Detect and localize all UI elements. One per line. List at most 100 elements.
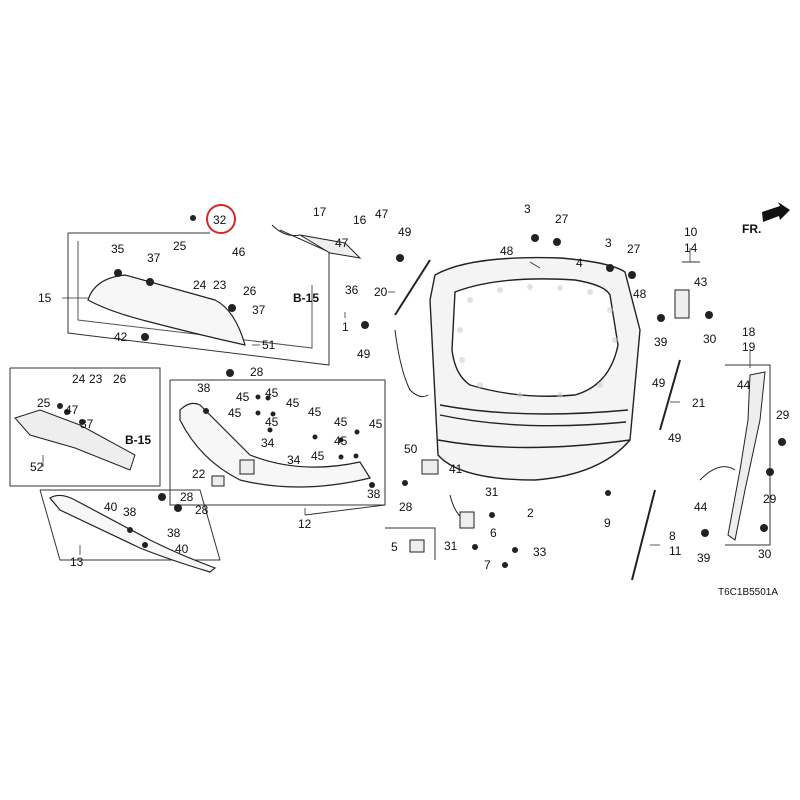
callout[interactable]: 42 [114, 330, 128, 344]
callout[interactable]: 17 [313, 205, 327, 219]
callout[interactable]: 29 [763, 492, 777, 506]
callout[interactable]: 39 [654, 335, 668, 349]
callout[interactable]: 45 [308, 405, 322, 419]
callout[interactable]: 6 [490, 526, 497, 540]
callout[interactable]: 32 [213, 213, 227, 227]
callout[interactable]: 14 [684, 241, 698, 255]
callout[interactable]: 45 [228, 406, 242, 420]
tailgate-door [429, 256, 641, 481]
callout[interactable]: 49 [357, 347, 371, 361]
callout[interactable]: 24 [72, 372, 86, 386]
callout[interactable]: 38 [197, 381, 211, 395]
callout[interactable]: 34 [261, 436, 275, 450]
callout[interactable]: 31 [444, 539, 458, 553]
callout[interactable]: 28 [195, 503, 209, 517]
callout[interactable]: 47 [375, 207, 389, 221]
callout[interactable]: 26 [243, 284, 257, 298]
callout[interactable]: 40 [104, 500, 118, 514]
highlight-circle [206, 204, 236, 234]
callout[interactable]: 29 [776, 408, 790, 422]
callout[interactable]: 24 [193, 278, 207, 292]
callout[interactable]: 20 [374, 285, 388, 299]
callout[interactable]: 35 [111, 242, 125, 256]
callout[interactable]: 26 [113, 372, 127, 386]
front-arrow-label: FR. [742, 222, 761, 236]
callout[interactable]: 48 [500, 244, 514, 258]
callout[interactable]: 16 [353, 213, 367, 227]
callout[interactable]: 47 [65, 403, 79, 417]
callout[interactable]: 19 [742, 340, 756, 354]
callout[interactable]: 52 [30, 460, 44, 474]
callout[interactable]: 11 [669, 544, 682, 558]
callout[interactable]: 46 [232, 245, 246, 259]
callout[interactable]: 7 [484, 558, 491, 572]
callout[interactable]: 1 [342, 320, 349, 334]
garnish-box [9, 367, 161, 487]
callout[interactable]: 5 [391, 540, 398, 554]
callout[interactable]: 41 [449, 462, 463, 476]
callout[interactable]: 49 [652, 376, 666, 390]
high-mount-light [299, 234, 362, 259]
callout[interactable]: 38 [123, 505, 137, 519]
callout[interactable]: 49 [668, 431, 682, 445]
callout[interactable]: 43 [694, 275, 708, 289]
callout[interactable]: 15 [38, 291, 52, 305]
callout-numbers: 32 17 16 47 47 47 49 49 49 49 3 3 27 27 … [30, 202, 790, 572]
callout[interactable]: 48 [633, 287, 647, 301]
callout[interactable]: 37 [252, 303, 266, 317]
ref-label: B-15 [125, 433, 151, 447]
callout[interactable]: 25 [37, 396, 51, 410]
callout[interactable]: 28 [250, 365, 264, 379]
callout[interactable]: 45 [265, 415, 279, 429]
callout[interactable]: 3 [524, 202, 531, 216]
callout[interactable]: 21 [692, 396, 706, 410]
callout[interactable]: 4 [576, 256, 583, 270]
callout[interactable]: 40 [175, 542, 189, 556]
callout[interactable]: 28 [399, 500, 413, 514]
callout[interactable]: 30 [703, 332, 717, 346]
lower-garnish-part [49, 494, 217, 573]
callout[interactable]: 36 [345, 283, 359, 297]
callout[interactable]: 45 [334, 434, 348, 448]
callout[interactable]: 50 [404, 442, 418, 456]
callout[interactable]: 45 [286, 396, 300, 410]
callout[interactable]: 33 [533, 545, 547, 559]
callout[interactable]: 23 [89, 372, 103, 386]
side-trim-box [725, 364, 771, 546]
callout[interactable]: 25 [173, 239, 187, 253]
callout[interactable]: 39 [697, 551, 711, 565]
callout[interactable]: 45 [236, 390, 250, 404]
callout[interactable]: 13 [70, 555, 84, 569]
callout[interactable]: 45 [311, 449, 325, 463]
callout[interactable]: 49 [398, 225, 412, 239]
callout[interactable]: 10 [684, 225, 698, 239]
callout[interactable]: 38 [367, 487, 381, 501]
callout[interactable]: 3 [605, 236, 612, 250]
callout[interactable]: 31 [485, 485, 499, 499]
callout[interactable]: 45 [369, 417, 383, 431]
callout[interactable]: 45 [334, 415, 348, 429]
callout[interactable]: 34 [287, 453, 301, 467]
callout[interactable]: 28 [180, 490, 194, 504]
callout[interactable]: 37 [147, 251, 161, 265]
callout[interactable]: 37 [80, 417, 94, 431]
callout[interactable]: 22 [192, 467, 206, 481]
callout[interactable]: 30 [758, 547, 772, 561]
callout[interactable]: 45 [265, 386, 279, 400]
callout[interactable]: 27 [627, 242, 641, 256]
callout[interactable]: 47 [335, 236, 349, 250]
callout[interactable]: 44 [694, 500, 708, 514]
diagram-code: T6C1B5501A [718, 587, 778, 598]
callout[interactable]: 9 [604, 516, 611, 530]
callout[interactable]: 51 [262, 338, 276, 352]
callout[interactable]: 44 [737, 378, 751, 392]
callout[interactable]: 23 [213, 278, 227, 292]
spoiler-box [67, 229, 330, 366]
callout[interactable]: 12 [298, 517, 312, 531]
callout[interactable]: 18 [742, 325, 756, 339]
callout[interactable]: 8 [669, 529, 676, 543]
callout[interactable]: 38 [167, 526, 181, 540]
callout[interactable]: 2 [527, 506, 534, 520]
callout[interactable]: 27 [555, 212, 569, 226]
